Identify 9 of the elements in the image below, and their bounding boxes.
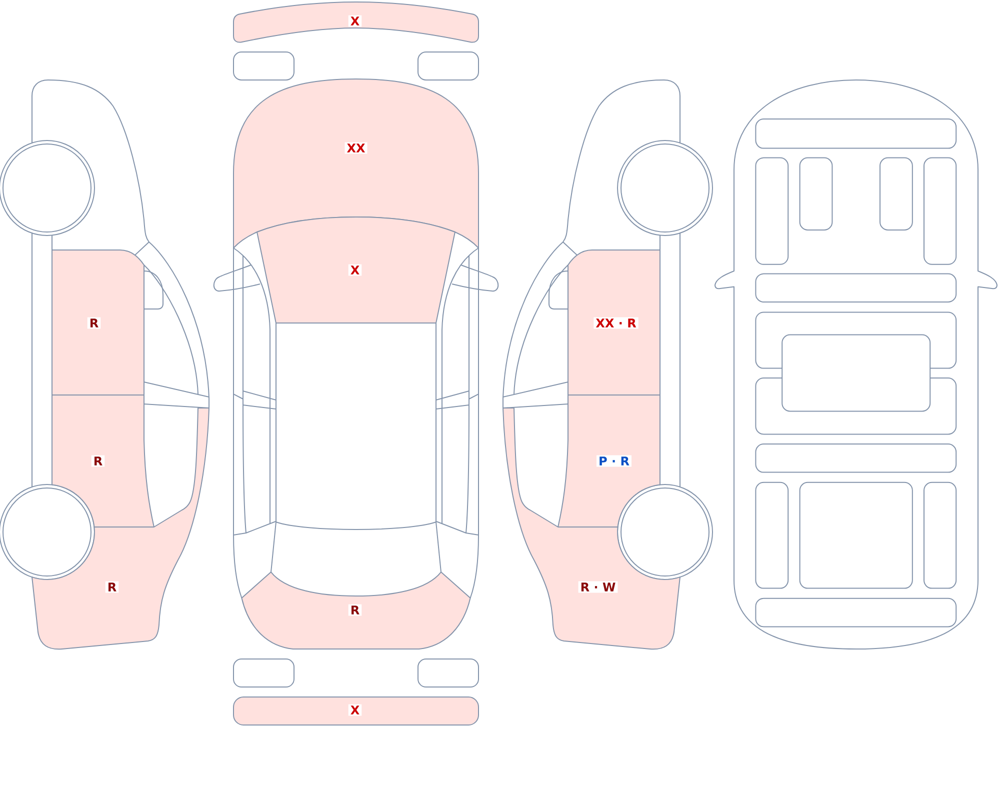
body-panel: P · R [558,394,660,528]
body-panel: R [52,394,154,528]
body-panel: X [233,696,479,726]
body-panel: XX · R [568,250,660,396]
body-panel: X [256,216,456,324]
body-panel: XX [233,78,479,248]
body-panel: R [241,572,471,650]
body-panel: R [52,250,144,396]
body-panel: X [233,2,479,43]
